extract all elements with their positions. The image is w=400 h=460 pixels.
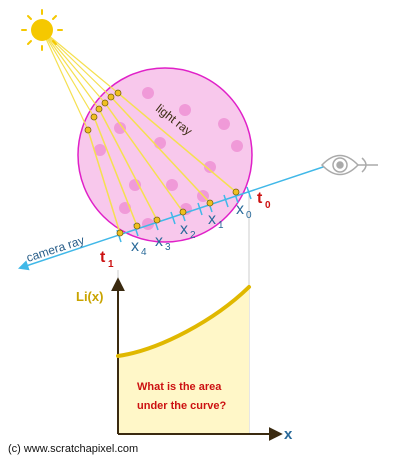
particle [114, 122, 126, 134]
svg-text:x: x [236, 201, 244, 218]
svg-text:x: x [180, 221, 188, 238]
particle [231, 140, 243, 152]
t0-label: t 0 [257, 190, 271, 211]
svg-text:4: 4 [141, 247, 147, 258]
svg-text:1: 1 [108, 259, 114, 270]
svg-text:3: 3 [165, 242, 171, 253]
sun-icon [21, 9, 63, 51]
svg-text:0: 0 [246, 210, 252, 221]
particle [129, 179, 141, 191]
particle [154, 137, 166, 149]
svg-text:t: t [100, 249, 106, 266]
camera-ray-samples [116, 188, 240, 237]
area-under-curve [118, 287, 249, 434]
svg-text:2: 2 [190, 230, 196, 241]
svg-text:t: t [257, 190, 263, 207]
sample-label-x0: x 0 [236, 201, 252, 221]
area-question-line2: under the curve? [137, 400, 227, 412]
svg-text:1: 1 [218, 220, 224, 231]
particle [142, 87, 154, 99]
li-axis-label: Li(x) [76, 289, 103, 304]
particle [218, 118, 230, 130]
svg-text:0: 0 [265, 200, 271, 211]
sample-label-x2: x 2 [180, 221, 196, 241]
particle [166, 179, 178, 191]
sample-label-x3: x 3 [155, 233, 171, 253]
svg-text:x: x [208, 211, 216, 228]
eye-icon [320, 154, 378, 176]
li-curve [116, 285, 251, 358]
light-entry-points [84, 89, 122, 134]
camera-ray-label: camera ray [25, 233, 86, 265]
svg-text:x: x [155, 233, 163, 250]
sample-label-x1: x 1 [208, 211, 224, 231]
x-axis-label: x [284, 426, 293, 443]
light-rays-outside [41, 29, 119, 131]
particle [94, 144, 106, 156]
particle [204, 161, 216, 173]
light-rays-inside [87, 92, 237, 234]
t1-label: t 1 [100, 249, 114, 270]
area-question-line1: What is the area [137, 381, 222, 393]
particle [179, 104, 191, 116]
medium-particles [94, 87, 243, 230]
sample-label-x4: x 4 [131, 238, 147, 258]
svg-text:x: x [131, 238, 139, 255]
credit-text: (c) www.scratchapixel.com [8, 443, 138, 455]
camera-ray [18, 162, 336, 271]
